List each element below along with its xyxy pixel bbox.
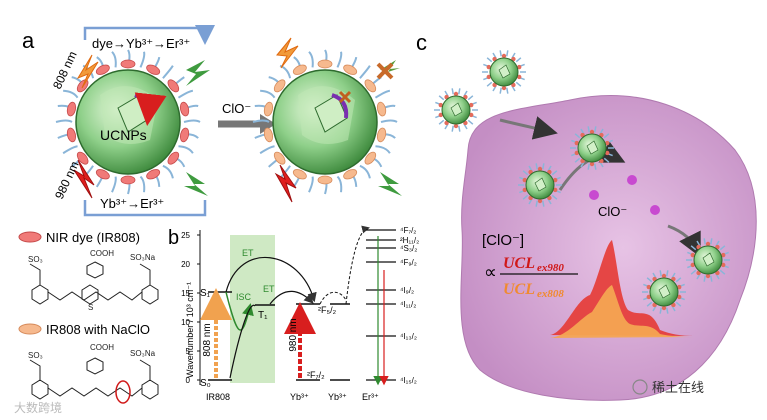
emission-bottom-icon xyxy=(184,172,208,196)
svg-text:COOH: COOH xyxy=(90,249,114,258)
t1-label: T₁ xyxy=(258,310,268,321)
legend-naclo-swatch xyxy=(19,324,41,334)
legend-naclo-label: IR808 with NaClO xyxy=(46,322,150,337)
clo-ion xyxy=(650,205,660,215)
clo-ion xyxy=(589,190,599,200)
y-tick-label: 10 xyxy=(181,318,190,327)
ucnps-label: UCNPs xyxy=(100,127,147,143)
ir808-structure: COOH SO₃Na SO₃ S xyxy=(28,249,158,312)
er-level-label: ⁴F₇/₂ xyxy=(400,226,416,235)
panel-label-c: c xyxy=(416,30,427,55)
species-label: Yb³⁺ xyxy=(328,392,347,402)
et-label-1: ET xyxy=(242,248,254,258)
er-level-label: ⁴F₉/₂ xyxy=(400,258,417,267)
et-arrow-t1 xyxy=(270,291,312,304)
legend-dye-swatch xyxy=(19,232,41,242)
yb-f72-label: ²F₇/₂ xyxy=(307,370,325,380)
s0-label: S₀ xyxy=(200,378,211,389)
panel-label-b: b xyxy=(168,227,179,249)
y-tick-label: 15 xyxy=(181,289,190,298)
svg-text:SO₃: SO₃ xyxy=(28,255,43,264)
svg-text:S: S xyxy=(88,303,93,312)
laser-808-right-icon xyxy=(277,38,298,68)
svg-text:COOH: COOH xyxy=(90,343,114,352)
svg-text:SO₃Na: SO₃Na xyxy=(130,349,156,358)
panel-label-a: a xyxy=(22,28,35,53)
clo-concentration: [ClO⁻] xyxy=(482,232,524,249)
nm808-label-a: 808 nm xyxy=(50,49,80,91)
svg-text:SO₃: SO₃ xyxy=(28,351,43,360)
isc-label: ISC xyxy=(236,292,252,302)
watermark-left: 大数跨境 xyxy=(14,400,62,415)
y-tick-label: 20 xyxy=(181,260,190,269)
emission-top-icon xyxy=(186,60,210,86)
y-tick-label: 25 xyxy=(181,231,190,240)
ucnp-after-clo xyxy=(253,50,397,194)
nm980-label-b: 980 nm xyxy=(288,318,299,351)
species-label: IR808 xyxy=(206,392,230,402)
y-tick-label: 5 xyxy=(186,347,191,356)
proportional-symbol: ∝ xyxy=(484,262,497,282)
legend-dye-label: NIR dye (IR808) xyxy=(46,230,140,245)
nm980-label-a: 980 nm xyxy=(52,159,82,201)
nanoparticle xyxy=(434,88,478,131)
er-level-label: ⁴I₁₅/₂ xyxy=(400,376,417,385)
yb-f52-label: ²F₅/₂ xyxy=(318,305,337,315)
emission-right-icon xyxy=(378,172,402,196)
er-levels: ⁴F₇/₂²H₁₁/₂⁴S₃/₂⁴F₉/₂⁴I₉/₂⁴I₁₁/₂⁴I₁₃/₂⁴I… xyxy=(366,226,419,385)
er-level-label: ⁴I₉/₂ xyxy=(400,286,414,295)
et-label-2: ET xyxy=(263,284,275,294)
er-level-label: ⁴I₁₁/₂ xyxy=(400,300,416,309)
s1-label: S₁ xyxy=(200,288,211,299)
clo-arrow-label: ClO⁻ xyxy=(222,101,251,116)
er-level-label: ⁴I₁₃/₂ xyxy=(400,332,417,341)
species-label: Er³⁺ xyxy=(362,392,379,402)
clo-ion xyxy=(627,175,637,185)
species-label: Yb³⁺ xyxy=(290,392,309,402)
ir808-naclo-structure: COOH SO₃Na SO₃ xyxy=(28,343,158,403)
energy-path-yb: Yb³⁺→Er³⁺ xyxy=(100,196,164,211)
watermark-right: 稀土在线 xyxy=(652,380,704,395)
cleavage-site-highlight xyxy=(116,381,130,403)
clo-ion-label: ClO⁻ xyxy=(598,204,627,219)
y-tick-label: 0 xyxy=(186,376,191,385)
energy-path-dye: dye→Yb³⁺→Er³⁺ xyxy=(92,36,190,51)
svg-text:SO₃Na: SO₃Na xyxy=(130,253,156,262)
er-level-label: ⁴S₃/₂ xyxy=(400,244,417,253)
nm808-label-b: 808 nm xyxy=(202,323,213,356)
nanoparticle xyxy=(482,50,526,93)
